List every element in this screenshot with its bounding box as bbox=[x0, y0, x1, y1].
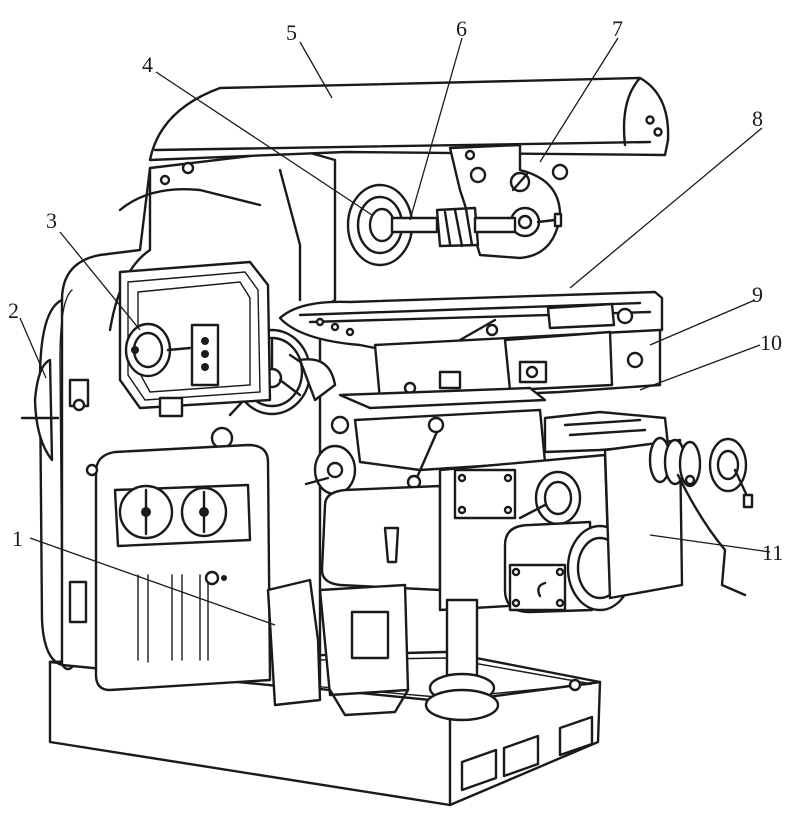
label-3: 3 bbox=[46, 208, 57, 233]
side-wheel bbox=[20, 358, 90, 462]
overarm bbox=[148, 76, 670, 162]
callout-labels: 1 2 3 4 5 6 7 8 9 10 11 bbox=[8, 16, 783, 565]
leader-3 bbox=[59, 231, 141, 331]
leader-5 bbox=[299, 41, 333, 99]
leader-6 bbox=[409, 37, 463, 221]
label-2: 2 bbox=[8, 298, 19, 323]
label-7: 7 bbox=[612, 16, 623, 41]
leader-7 bbox=[539, 37, 619, 163]
saddle bbox=[330, 318, 662, 435]
crank-handwheel bbox=[603, 436, 754, 600]
leader-10 bbox=[639, 344, 761, 391]
label-4: 4 bbox=[142, 52, 153, 77]
knee bbox=[304, 408, 670, 592]
leader-lines bbox=[19, 37, 771, 626]
column-door bbox=[68, 443, 410, 717]
leader-1 bbox=[29, 537, 276, 626]
label-9: 9 bbox=[752, 282, 763, 307]
label-11: 11 bbox=[762, 540, 783, 565]
leader-9 bbox=[649, 299, 756, 346]
control-panel bbox=[118, 260, 272, 450]
label-8: 8 bbox=[752, 106, 763, 131]
leader-8 bbox=[569, 127, 763, 289]
label-5: 5 bbox=[286, 20, 297, 45]
leader-2 bbox=[19, 317, 47, 379]
leader-11 bbox=[649, 534, 771, 553]
label-1: 1 bbox=[12, 526, 23, 551]
elevating-screw bbox=[424, 598, 500, 722]
label-10: 10 bbox=[760, 330, 782, 355]
spindle-and-arbor bbox=[346, 183, 517, 267]
leader-4 bbox=[155, 71, 373, 216]
label-6: 6 bbox=[456, 16, 467, 41]
